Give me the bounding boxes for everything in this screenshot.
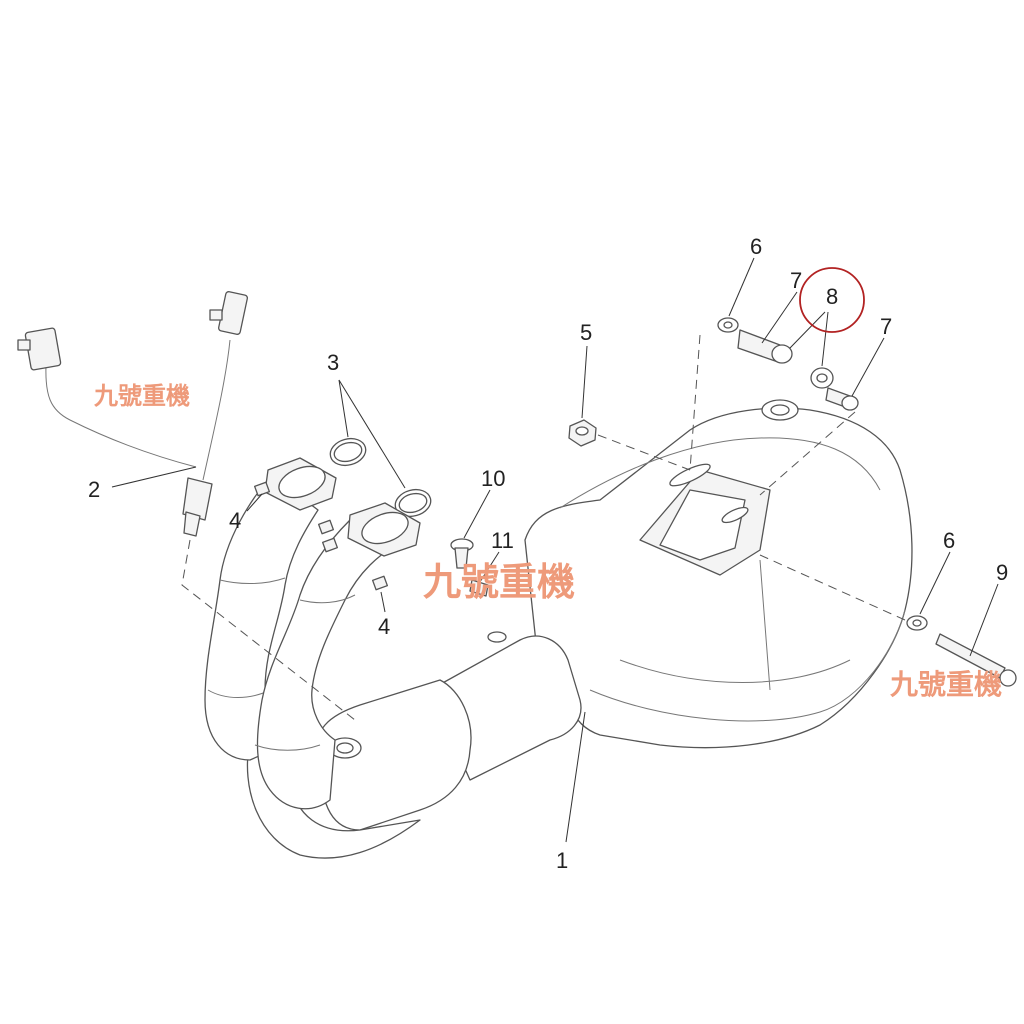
callout-10: 10 [481,466,505,491]
callout-7-left: 7 [790,268,802,293]
callout-2: 2 [88,477,100,502]
callout-5: 5 [580,320,592,345]
highlight-circle [799,267,865,333]
callout-4-left: 4 [229,508,241,533]
callout-7-right: 7 [880,314,892,339]
muffler-nut [568,419,597,447]
callout-6-right: 6 [943,528,955,553]
bolt-and-sleeve [450,538,507,643]
watermark-right: 九號重機 [890,668,1002,701]
exhaust-assembly [204,399,913,859]
watermarks: 九號重機 九號重機 九號重機 [93,382,1002,701]
assembly-lines [181,334,906,721]
callout-4-right: 4 [378,614,390,639]
leader-lines [111,257,999,843]
callout-1: 1 [556,848,568,873]
flange-nuts [254,481,388,591]
callouts: 1 2 3 4 4 5 6 6 7 7 8 9 10 11 [88,234,1008,873]
watermark-center: 九號重機 [423,560,575,604]
callout-11: 11 [491,528,514,553]
watermark-top-left: 九號重機 [93,382,190,410]
callout-3: 3 [327,350,339,375]
gaskets [329,437,432,518]
callout-6-top: 6 [750,234,762,259]
callout-8: 8 [826,284,838,309]
callout-9: 9 [996,560,1008,585]
oxygen-sensor [17,291,249,537]
